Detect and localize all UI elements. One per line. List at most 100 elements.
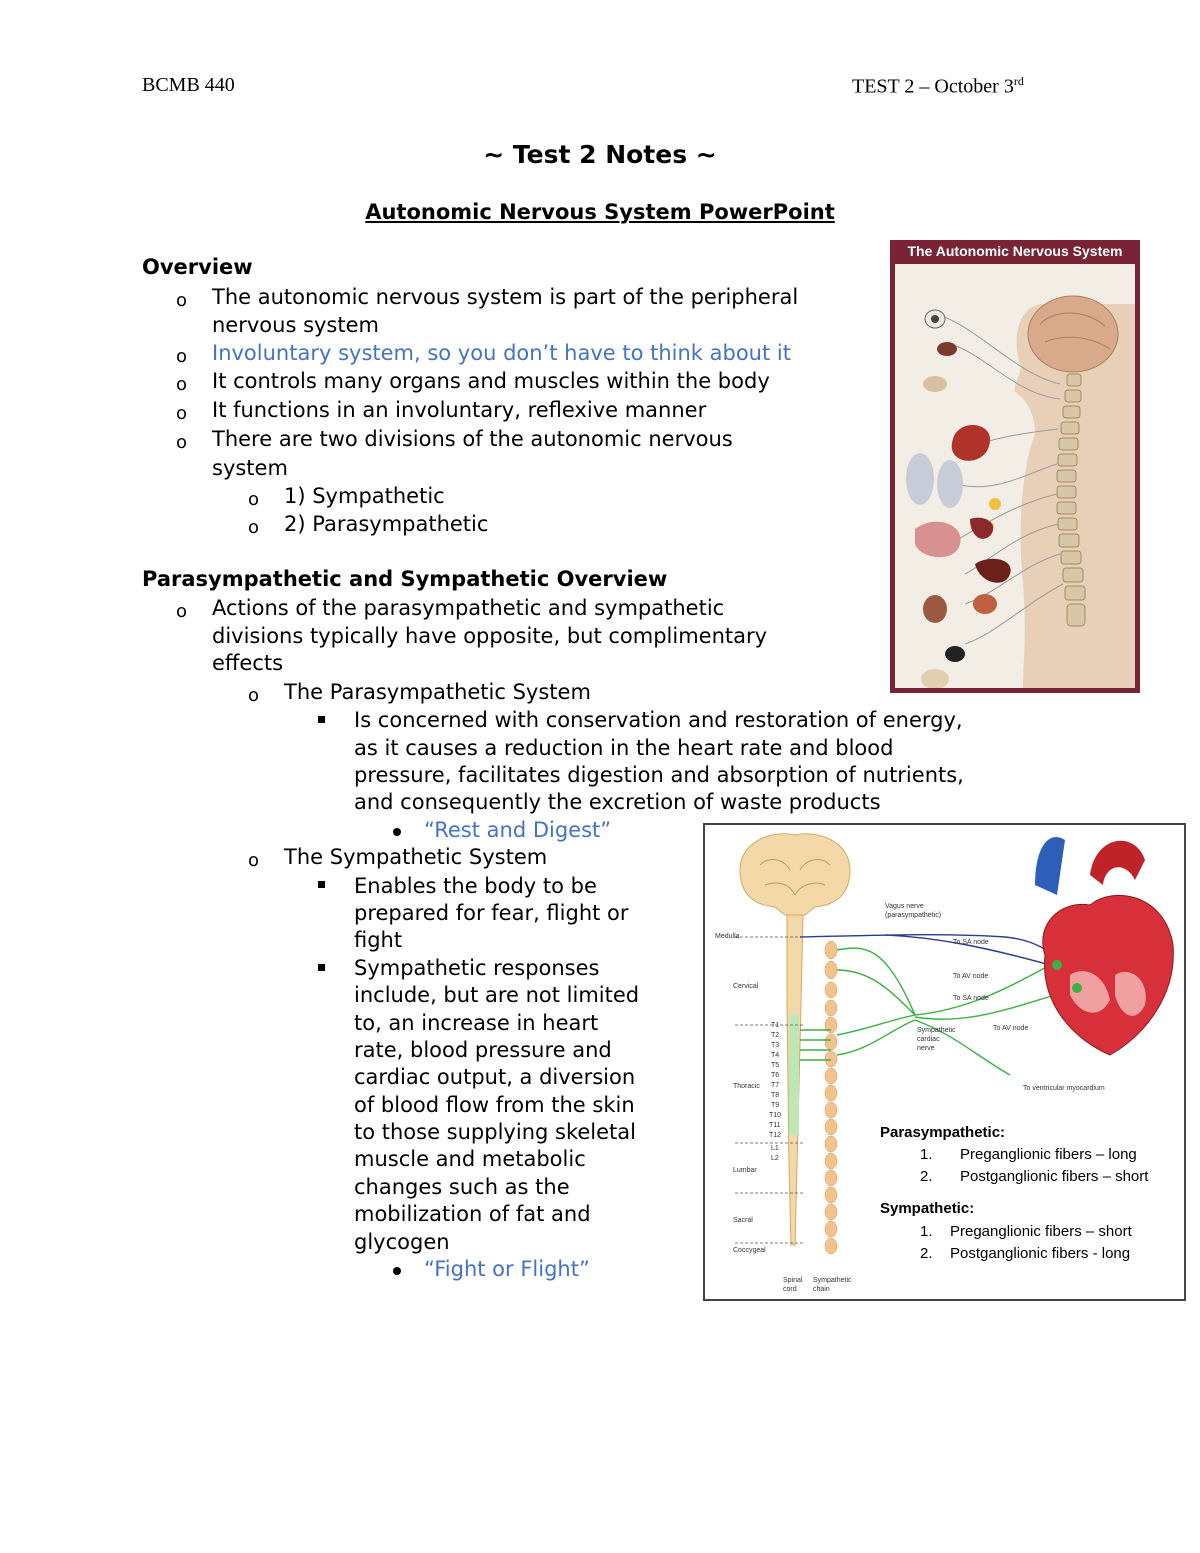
sympathetic-nerve-label: Sympathetic: [917, 1027, 956, 1034]
intro-line: divisions typically have opposite, but c…: [212, 624, 768, 648]
symp-text: fight: [354, 928, 403, 952]
fight-or-flight: “Fight or Flight”: [424, 1257, 590, 1281]
symp-text: of blood flow from the skin: [354, 1093, 635, 1117]
symp-text: muscle and metabolic: [354, 1147, 586, 1171]
test-date-suffix: rd: [1013, 74, 1024, 88]
anatomy-illustration: [895, 264, 1135, 689]
bullet-glyph: o: [248, 489, 260, 510]
para-text: as it causes a reduction in the heart ra…: [354, 736, 894, 760]
bullet-glyph: o: [248, 850, 260, 871]
symp-text: Sympathetic responses: [354, 956, 600, 980]
overview-item-cont: nervous system: [212, 313, 379, 337]
para-text: Is concerned with conservation and resto…: [354, 708, 963, 732]
bullet-glyph: o: [176, 432, 188, 453]
legend-item: Postganglionic fibers - long: [950, 1245, 1131, 1262]
bullet-glyph: o: [176, 403, 188, 424]
rest-and-digest: “Rest and Digest”: [424, 818, 612, 842]
division-item: 1) Sympathetic: [284, 484, 445, 508]
segment-label: L1: [771, 1145, 779, 1152]
legend-item: Preganglionic fibers – short: [950, 1223, 1132, 1240]
segment-label: T4: [771, 1052, 780, 1059]
spinal-cord-label: cord: [783, 1286, 797, 1293]
spinal-cord-label: Spinal: [783, 1277, 803, 1284]
segment-label: T11: [769, 1122, 781, 1129]
segment-label: T12: [769, 1132, 782, 1139]
para-heading: The Parasympathetic System: [284, 680, 591, 704]
legend-number: 2.: [920, 1168, 933, 1185]
segment-label: T9: [771, 1102, 780, 1109]
section-title: Autonomic Nervous System PowerPoint: [365, 200, 835, 224]
symp-text: glycogen: [354, 1230, 450, 1254]
legend-number: 2.: [920, 1245, 933, 1262]
symp-text: changes such as the: [354, 1175, 570, 1199]
coccygeal-label: Coccygeal: [733, 1247, 766, 1254]
symp-text: to, an increase in heart: [354, 1011, 599, 1035]
symp-text: prepared for fear, flight or: [354, 901, 629, 925]
segment-label: T8: [771, 1092, 780, 1099]
round-bullet: [393, 1267, 401, 1275]
symp-text: rate, blood pressure and: [354, 1038, 612, 1062]
anatomy-drawing: [906, 295, 1135, 689]
sa-node-label: To SA node: [953, 939, 989, 946]
overview-item: The autonomic nervous system is part of …: [212, 285, 799, 309]
symp-text: include, but are not limited: [354, 983, 640, 1007]
para-text: and consequently the excretion of waste …: [354, 790, 881, 814]
symp-text: cardiac output, a diversion: [354, 1065, 636, 1089]
symp-text: to those supplying skeletal: [354, 1120, 636, 1144]
av-node-label: To AV node: [993, 1025, 1029, 1032]
legend-number: 1.: [920, 1146, 933, 1163]
cervical-label: Cervical: [733, 983, 759, 990]
round-bullet: [393, 828, 401, 836]
bullet-glyph: o: [248, 517, 260, 538]
autonomic-nervous-system-figure: The Autonomic Nervous System: [890, 240, 1140, 693]
page-title: ~ Test 2 Notes ~: [483, 140, 717, 169]
overview-item: It controls many organs and muscles with…: [212, 369, 770, 393]
legend-parasympathetic-heading: Parasympathetic:: [880, 1124, 1006, 1141]
square-bullet: [318, 964, 325, 971]
sympathetic-chain-label: Sympathetic: [813, 1277, 852, 1284]
overview-item-cont: system: [212, 456, 288, 480]
overview-item: Involuntary system, so you don’t have to…: [212, 341, 791, 365]
heart-innervation-drawing: [735, 833, 1174, 1255]
square-bullet: [318, 716, 325, 723]
symp-heading: The Sympathetic System: [284, 845, 548, 869]
segment-label: T7: [771, 1082, 780, 1089]
overview-item: It functions in an involuntary, reflexiv…: [212, 398, 707, 422]
intro-line: effects: [212, 651, 284, 675]
heart-innervation-figure: Medulla Cervical Thoracic Lumbar Sacral …: [703, 823, 1186, 1301]
overview-item: There are two divisions of the autonomic…: [212, 427, 733, 451]
bullet-glyph: o: [248, 685, 260, 706]
sympathetic-nerve-label: nerve: [917, 1045, 935, 1052]
segment-label: T6: [771, 1072, 780, 1079]
bullet-glyph: o: [176, 290, 188, 311]
segment-label: L2: [771, 1155, 779, 1162]
symp-text: Enables the body to be: [354, 874, 597, 898]
thoracic-label: Thoracic: [733, 1083, 760, 1090]
figure-title: The Autonomic Nervous System: [907, 243, 1123, 259]
legend-item: Postganglionic fibers – short: [960, 1168, 1149, 1185]
sa-node-label: To SA node: [953, 995, 989, 1002]
ventricular-label: To ventricular myocardium: [1023, 1085, 1105, 1092]
course-code: BCMB 440: [142, 74, 235, 96]
intro-line: Actions of the parasympathetic and sympa…: [212, 596, 725, 620]
lumbar-label: Lumbar: [733, 1167, 757, 1174]
segment-label: T3: [771, 1042, 780, 1049]
legend-sympathetic-heading: Sympathetic:: [880, 1200, 975, 1217]
legend-item: Preganglionic fibers – long: [960, 1146, 1137, 1163]
medulla-label: Medulla: [715, 933, 740, 940]
symp-text: mobilization of fat and: [354, 1202, 591, 1226]
segment-label: T5: [771, 1062, 780, 1069]
segment-label: T1: [771, 1022, 780, 1029]
vagus-nerve-sublabel: (parasympathetic): [885, 912, 942, 919]
division-item: 2) Parasympathetic: [284, 512, 489, 536]
segment-label: T2: [771, 1032, 780, 1039]
sympathetic-nerve-label: cardiac: [917, 1036, 940, 1043]
sympathetic-chain-label: chain: [813, 1286, 830, 1293]
vagus-nerve-label: Vagus nerve: [885, 903, 924, 910]
bullet-glyph: o: [176, 346, 188, 367]
av-node-label: To AV node: [953, 973, 989, 980]
test-date-text: TEST 2 – October 3: [852, 75, 1014, 98]
overview-heading: Overview: [142, 255, 253, 279]
bullet-glyph: o: [176, 374, 188, 395]
segment-label: T10: [769, 1112, 782, 1119]
